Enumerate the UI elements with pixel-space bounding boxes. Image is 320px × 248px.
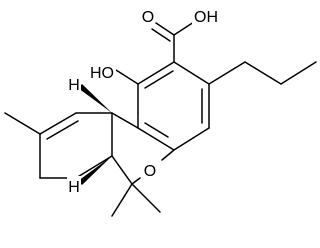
bond-propyl-2-3	[280, 61, 317, 85]
bond-c4a-c10b	[137, 127, 175, 151]
bond-carboxyl-double-o-2	[151, 28, 171, 42]
aromatic-ring	[137, 61, 210, 151]
propyl-chain	[208, 61, 317, 85]
bond-c6-methyl-b	[131, 183, 161, 213]
bond-propyl-1-2	[244, 61, 282, 85]
atom-label-h-top: H	[68, 77, 80, 94]
bond-carboxyl-double-o-1	[155, 22, 175, 36]
gem-dimethyl	[111, 183, 161, 217]
atom-phenol-hydroxyl: HO	[88, 62, 116, 82]
atom-label-o-carbonyl: O	[142, 9, 154, 26]
bond-c1-c2	[137, 61, 175, 85]
bond-c6-methyl-a	[111, 183, 133, 217]
atom-label-oh-carboxyl: OH	[194, 9, 218, 26]
pyran-ring	[111, 112, 175, 185]
carboxylic-acid-group	[151, 19, 198, 63]
atom-carboxyl-hydroxyl: OH	[192, 6, 220, 26]
atom-stereo-h-bottom: H	[67, 176, 81, 196]
aromatic-inner-bond-3	[144, 122, 169, 138]
bond-c2-c3	[173, 61, 210, 85]
bond-c9-methyl	[4, 112, 41, 135]
atom-stereo-h-top: H	[67, 74, 81, 94]
atom-label-ho-phenol: HO	[90, 65, 114, 82]
bond-c3-propyl-1	[208, 61, 246, 85]
wedge-bond-c6a-h	[78, 156, 112, 185]
bond-c4-c4a	[173, 127, 210, 151]
bond-o5-c6	[131, 177, 141, 185]
atom-ring-ether-o: O	[143, 160, 157, 180]
atom-label-h-bottom: H	[68, 179, 80, 196]
bond-c6-c6a	[111, 155, 133, 185]
atom-carboxyl-carbonyl-o: O	[141, 6, 155, 26]
atom-label-o-ether: O	[144, 163, 156, 180]
aromatic-inner-bond-1	[144, 70, 174, 89]
bond-c1-phenol-oh	[115, 69, 139, 85]
cyclohexene-ring	[4, 112, 113, 179]
bond-c7-c6a	[75, 155, 113, 179]
bond-c10-c9	[39, 112, 77, 135]
bond-c4a-o5	[161, 149, 175, 161]
bond-c10-c9-double	[46, 120, 79, 140]
bond-c10a-c10b	[111, 112, 139, 129]
wedge-bond-c10a-h	[78, 84, 112, 113]
